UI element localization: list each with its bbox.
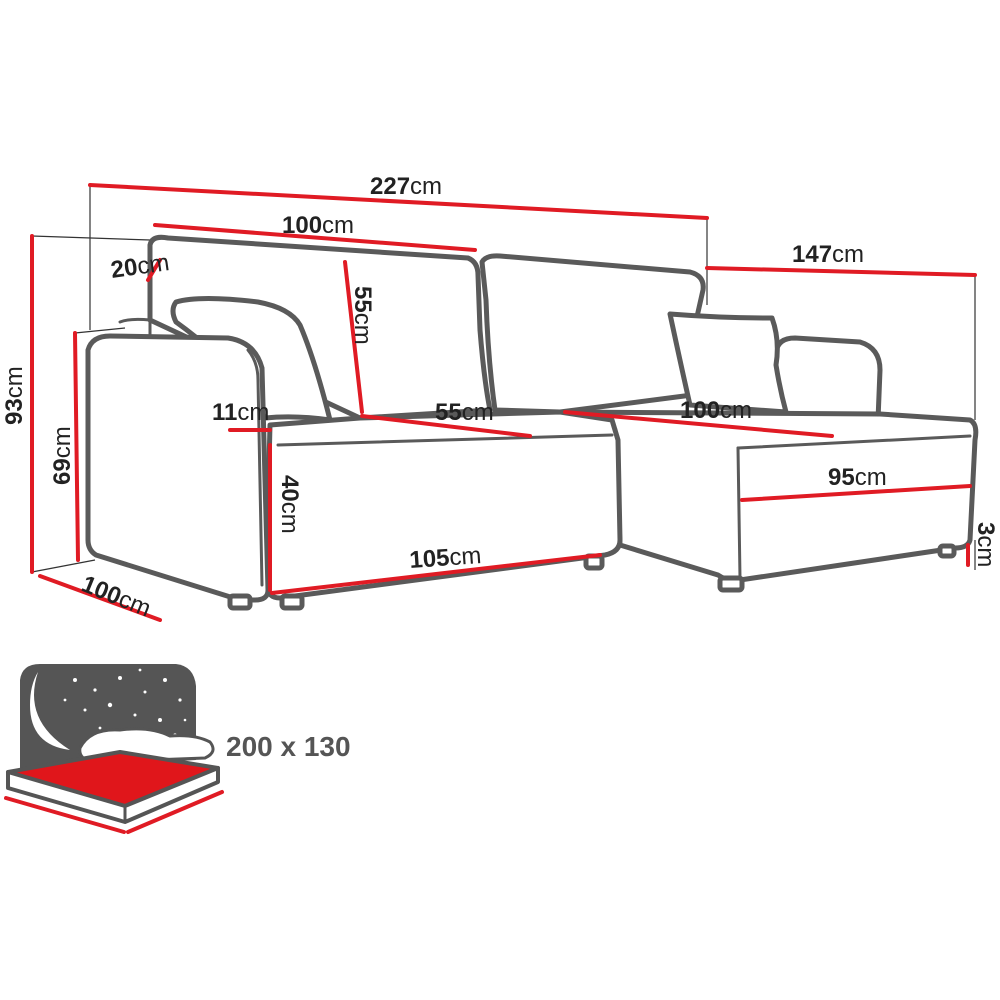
label-seat-height: 40cm	[276, 475, 303, 534]
label-chaise-width: 147cm	[792, 241, 864, 268]
label-seat-depth: 55cm	[435, 399, 494, 426]
label-leg-height: 3cm	[972, 522, 999, 567]
label-chaise-seat-depth: 100cm	[680, 397, 752, 424]
right-pillow	[667, 311, 789, 415]
bed-width-arrow	[126, 790, 224, 834]
label-total-height: 93cm	[1, 366, 28, 425]
dim-line-20	[146, 258, 162, 282]
dimension-lines	[30, 183, 977, 622]
dim-line-147	[705, 266, 977, 277]
leg	[717, 575, 745, 593]
left-back-cushion	[147, 234, 493, 421]
label-side-depth: 100cm	[78, 571, 155, 623]
dim-line-100-back	[153, 223, 477, 252]
dim-line-95	[740, 484, 972, 502]
left-armrest	[85, 333, 271, 603]
bed-icon	[4, 664, 224, 834]
chaise-armrest	[773, 335, 883, 423]
label-armrest-width: 11cm	[212, 399, 269, 426]
leg	[937, 543, 957, 559]
label-back-width: 100cm	[282, 212, 354, 239]
dimension-labels: 227cm 100cm 20cm 55cm 147cm 93cm 69cm 11…	[1, 173, 999, 623]
dim-line-55-back	[343, 260, 364, 414]
label-backrest-height: 55cm	[349, 286, 376, 345]
dim-line-55-seat	[360, 414, 532, 438]
bed-size-label: 200 x 130	[226, 731, 351, 762]
dim-line-100-chaise	[563, 410, 834, 438]
bed-length-arrow	[4, 796, 126, 834]
dim-line-227	[88, 183, 709, 220]
label-seat-width: 105cm	[409, 542, 483, 574]
chaise-seat	[557, 409, 979, 583]
leg	[279, 593, 305, 611]
label-total-width: 227cm	[370, 173, 442, 200]
right-back-cushion	[479, 253, 706, 415]
dim-line-105	[270, 553, 602, 595]
label-armrest-height: 69cm	[49, 426, 76, 485]
moon-icon	[30, 672, 70, 750]
label-chaise-front: 95cm	[828, 464, 887, 491]
sofa-drawing	[85, 234, 979, 611]
leg	[227, 593, 253, 611]
dim-line-100-side	[38, 574, 162, 622]
dim-line-69	[73, 331, 80, 562]
label-armrest-top-depth: 20cm	[109, 249, 171, 284]
